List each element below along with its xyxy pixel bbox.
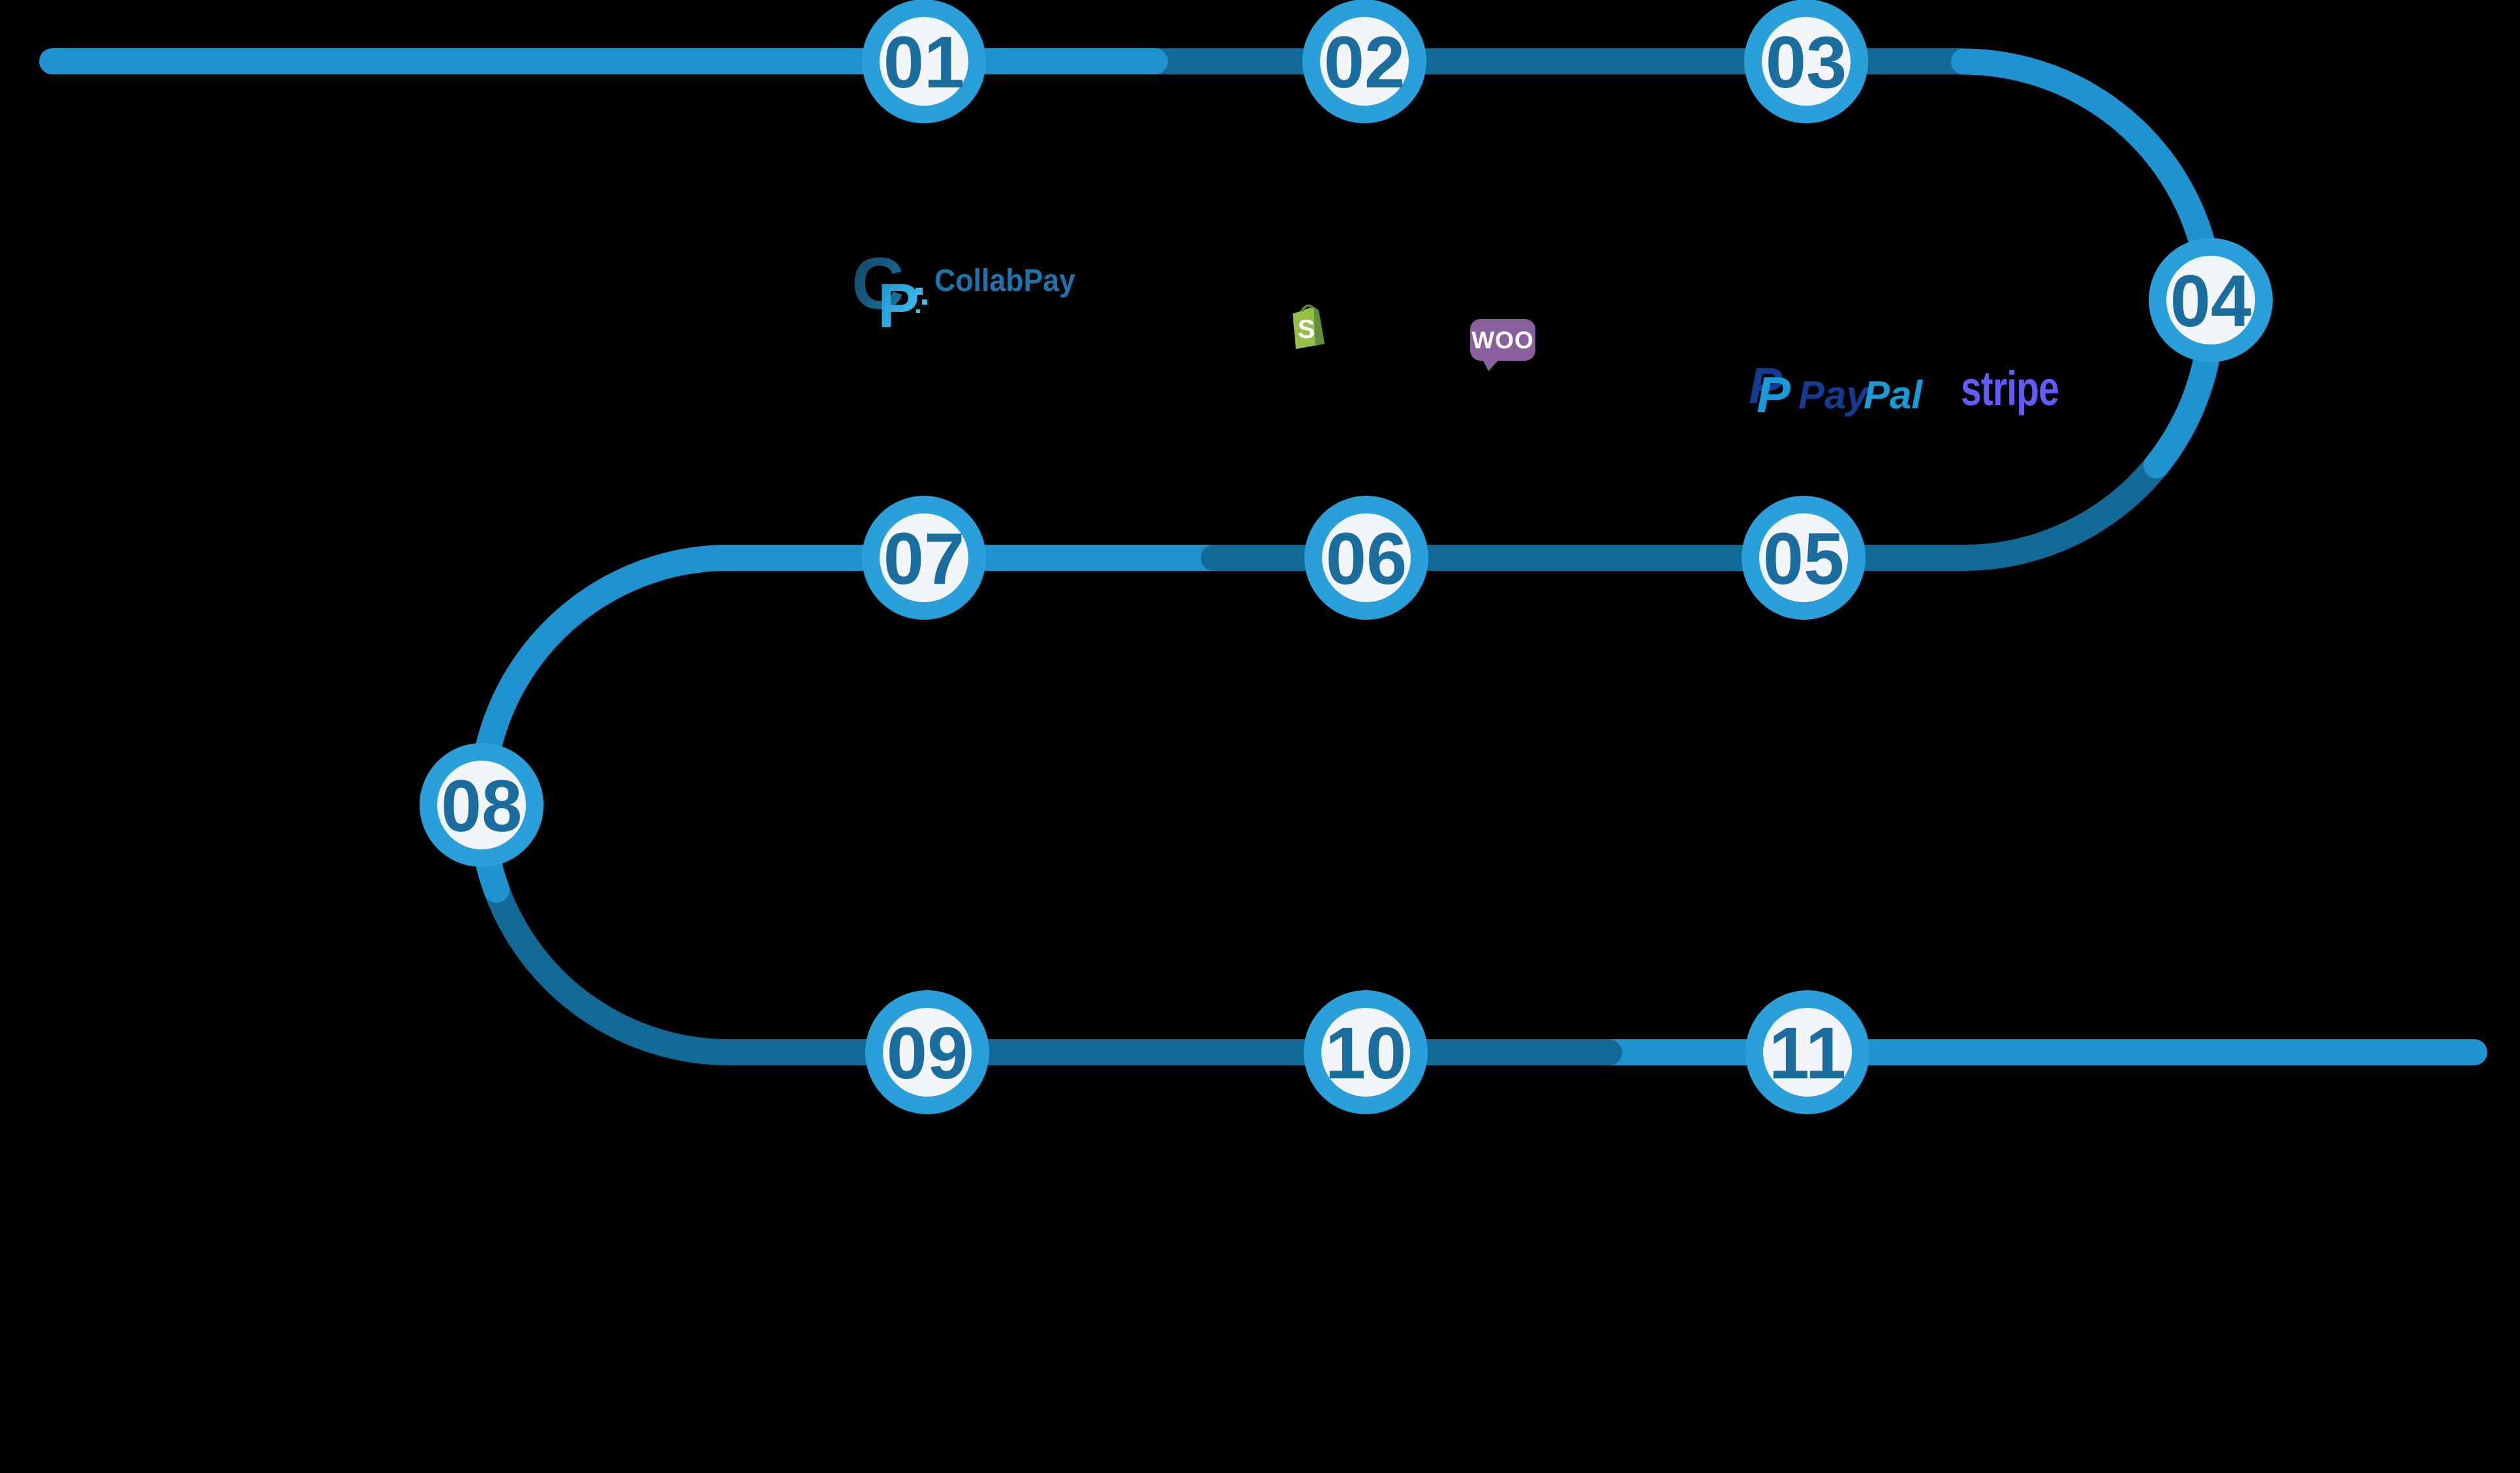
milestone-node-04: 04 xyxy=(2149,238,2273,362)
path-segment-arc-right-dark xyxy=(1951,452,2170,571)
collabpay-logo: C P CollabPay xyxy=(852,243,1075,341)
node-core xyxy=(883,1008,972,1097)
milestone-node-06: 06 xyxy=(1304,496,1428,620)
collabpay-mark-dot xyxy=(922,299,927,305)
stripe-wordmark: stripe xyxy=(1961,361,2059,416)
milestone-node-08: 08 xyxy=(420,743,544,867)
collabpay-wordmark: CollabPay xyxy=(934,264,1075,298)
node-number: 04 xyxy=(2170,260,2252,342)
collabpay-mark-c: C xyxy=(852,243,904,324)
shopify-letter: S xyxy=(1298,315,1315,344)
node-number: 11 xyxy=(1769,1012,1846,1094)
node-number: 03 xyxy=(1766,22,1847,103)
path-segment-row2-light-arc-left xyxy=(469,545,1253,903)
woo-bubble xyxy=(1470,319,1535,361)
node-core xyxy=(1759,513,1848,602)
paypal-monogram-front: P xyxy=(1757,366,1791,423)
node-core xyxy=(880,17,968,106)
shopify-bag-handle xyxy=(1300,304,1314,312)
collabpay-mark-dot xyxy=(915,288,923,295)
timeline-path xyxy=(39,48,2487,1065)
shopify-logo: S xyxy=(1293,304,1325,349)
milestone-node-05: 05 xyxy=(1742,496,1866,620)
shopify-bag-side xyxy=(1314,307,1325,346)
node-core xyxy=(1320,17,1409,106)
path-segment-arc-right-light xyxy=(1951,48,2225,479)
woo-wordmark: WOO xyxy=(1471,327,1533,354)
milestone-node-07: 07 xyxy=(862,496,986,620)
node-number: 09 xyxy=(887,1012,968,1094)
node-core xyxy=(1762,17,1851,106)
milestone-node-03: 03 xyxy=(1744,0,1868,123)
woo-bubble-tail xyxy=(1482,358,1500,371)
node-core xyxy=(1322,513,1411,602)
collabpay-mark-p: P xyxy=(878,271,919,341)
node-core xyxy=(1763,1008,1852,1097)
path-segment-arc-left-dark xyxy=(484,877,742,1065)
milestone-node-09: 09 xyxy=(865,990,989,1114)
paypal-logo: P P Pay Pal xyxy=(1749,357,1923,423)
node-core xyxy=(880,513,968,602)
collabpay-mark-dot xyxy=(916,309,920,313)
node-number: 06 xyxy=(1326,518,1407,600)
paypal-monogram-back: P xyxy=(1749,357,1783,414)
milestone-node-01: 01 xyxy=(862,0,986,123)
milestone-node-02: 02 xyxy=(1302,0,1426,123)
node-number: 07 xyxy=(884,518,965,600)
node-core xyxy=(1321,1008,1410,1097)
milestone-node-11: 11 xyxy=(1745,990,1869,1114)
milestone-node-10: 10 xyxy=(1304,990,1428,1114)
woocommerce-logo: WOO xyxy=(1470,319,1535,371)
node-core xyxy=(437,761,526,849)
node-number: 01 xyxy=(884,22,965,103)
stripe-logo: stripe xyxy=(1961,361,2059,416)
node-number: 05 xyxy=(1763,518,1845,600)
paypal-wordmark-pay: Pay xyxy=(1798,373,1869,417)
node-number: 08 xyxy=(441,765,523,847)
node-number: 02 xyxy=(1324,22,1406,103)
node-core xyxy=(2166,256,2255,344)
node-number: 10 xyxy=(1325,1012,1407,1094)
paypal-wordmark-pal: Pal xyxy=(1864,373,1923,417)
